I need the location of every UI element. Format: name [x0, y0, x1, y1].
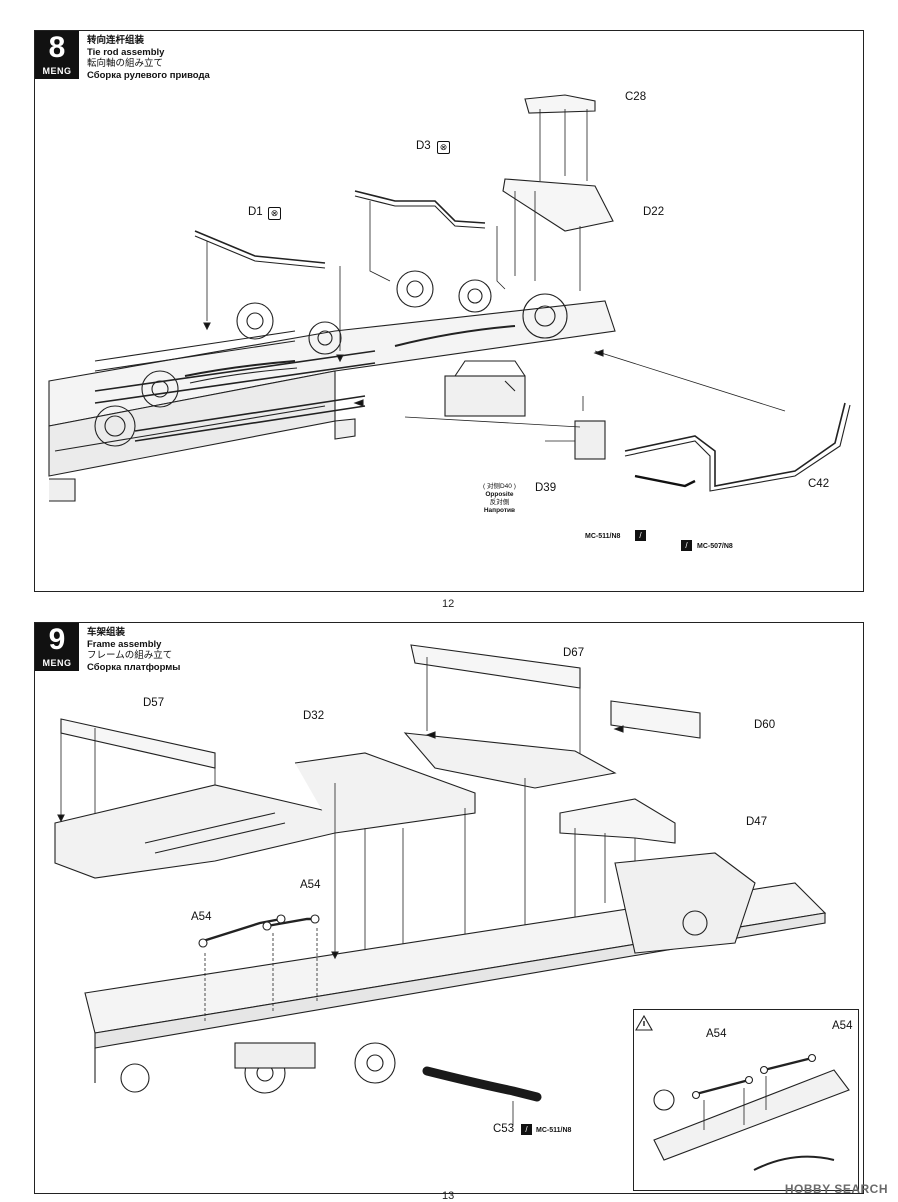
opposite-ru: Напротив: [483, 507, 516, 514]
title-ru: Сборка платформы: [87, 661, 181, 673]
title-cn: 车架组装: [87, 627, 126, 638]
paint-brush-icon: /: [635, 530, 646, 541]
inset-part-label-a54: A54: [706, 1028, 727, 1040]
title-en: Tie rod assembly: [87, 46, 165, 58]
opposite-note: ( 对侧D40 ) Opposite 反対側 Напротив: [483, 483, 516, 515]
title-jp: 転向軸の組み立て: [87, 58, 164, 69]
part-label-d22: D22: [643, 206, 665, 218]
step-badge: 9 MENG: [35, 623, 79, 671]
part-label-c53: C53: [493, 1123, 515, 1135]
page-number: 12: [442, 598, 455, 610]
part-label-c28: C28: [625, 91, 647, 103]
part-label-a54: A54: [191, 911, 212, 923]
paint-code: MC-511/N8: [536, 1127, 572, 1134]
part-label-d47: D47: [746, 816, 768, 828]
opposite-cn: ( 对侧D40 ): [483, 483, 516, 490]
opposite-en: Opposite: [485, 491, 514, 498]
step-9-panel: 9 MENG 车架组装 Frame assembly フレームの組み立て Сбо…: [34, 622, 864, 1194]
brand-logo: MENG: [42, 66, 72, 76]
paint-brush-icon: /: [521, 1124, 532, 1135]
page-number: 13: [442, 1190, 455, 1202]
title-jp: フレームの組み立て: [87, 650, 173, 661]
inset-part-label-a54: A54: [832, 1020, 853, 1032]
step-8-panel: 8 MENG 转向连杆组装 Tie rod assembly 転向軸の組み立て …: [34, 30, 864, 592]
inset-drawing: [635, 1014, 850, 1171]
part-label-d32: D32: [303, 710, 325, 722]
opposite-jp: 反対側: [489, 499, 510, 506]
detail-inset: A54 A54: [633, 1009, 859, 1191]
part-label-d1: D1: [248, 206, 263, 218]
part-label-c42: C42: [808, 478, 830, 490]
title-en: Frame assembly: [87, 638, 162, 650]
title-cn: 转向连杆组装: [87, 35, 145, 46]
step-titles: 车架组装 Frame assembly フレームの組み立て Сборка пла…: [87, 627, 180, 673]
step-titles: 转向连杆组装 Tie rod assembly 転向軸の組み立て Сборка …: [87, 35, 210, 81]
step-badge: 8 MENG: [35, 31, 79, 79]
part-label-d39: D39: [535, 482, 557, 494]
part-label-a54: A54: [300, 879, 321, 891]
no-glue-icon: ⊗: [268, 207, 281, 220]
paint-code-2: MC-507/N8: [697, 543, 733, 550]
warning-triangle-icon: [637, 1013, 651, 1027]
part-label-d3: D3: [416, 140, 431, 152]
part-label-d57: D57: [143, 697, 165, 709]
step-8-drawing: [48, 94, 851, 502]
title-ru: Сборка рулевого привода: [87, 69, 210, 81]
part-label-d60: D60: [754, 719, 776, 731]
step-number: 8: [48, 31, 66, 64]
no-glue-icon: ⊗: [437, 141, 450, 154]
brand-logo: MENG: [42, 658, 72, 668]
step-number: 9: [48, 623, 66, 656]
watermark: HOBBY SEARCH: [784, 1182, 888, 1196]
step-9-drawing: [54, 644, 827, 1125]
part-label-d67: D67: [563, 647, 585, 659]
paint-code-1: MC-511/N8: [585, 533, 621, 540]
paint-brush-icon: /: [681, 540, 692, 551]
